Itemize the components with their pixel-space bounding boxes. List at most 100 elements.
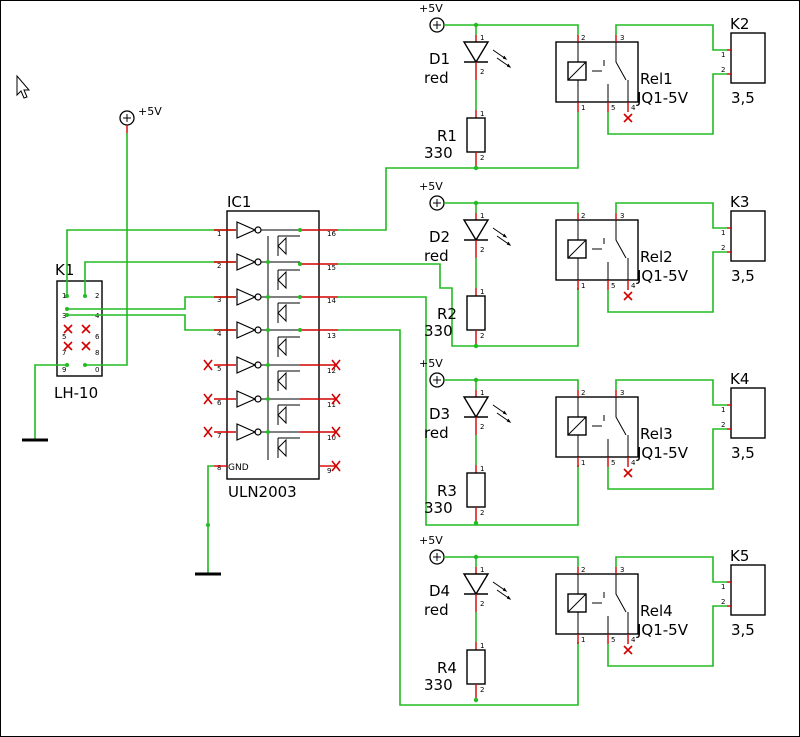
svg-text:2: 2 <box>721 66 725 74</box>
unused-pin-marker <box>623 291 633 301</box>
svg-text:3: 3 <box>620 212 624 220</box>
svg-text:5: 5 <box>62 333 66 341</box>
svg-text:3: 3 <box>620 389 624 397</box>
unused-pin-marker <box>623 645 633 655</box>
resistor-icon <box>466 295 486 331</box>
svg-text:2: 2 <box>581 389 585 397</box>
svg-text:1: 1 <box>721 229 725 237</box>
svg-text:5: 5 <box>611 459 615 467</box>
svg-text:13: 13 <box>327 332 336 340</box>
relay-type: JQ1-5V <box>636 89 689 107</box>
svg-text:4: 4 <box>631 282 636 290</box>
resistor-name: R2 <box>437 305 457 323</box>
svg-text:8: 8 <box>217 464 221 472</box>
svg-text:11: 11 <box>327 401 336 409</box>
led-name: D2 <box>429 228 450 246</box>
relay-type: JQ1-5V <box>636 267 689 285</box>
unused-pin-marker <box>623 468 633 478</box>
svg-text:12: 12 <box>327 367 336 375</box>
led-name: D1 <box>429 50 450 68</box>
led-color: red <box>424 69 449 87</box>
svg-text:2: 2 <box>581 566 585 574</box>
svg-text:2: 2 <box>721 598 725 606</box>
terminal-icon <box>730 210 766 262</box>
ic-gnd-label: GND <box>228 463 249 473</box>
svg-text:2: 2 <box>581 212 585 220</box>
ic1: IC1 ULN2003 GND 1 2 3 4 5 6 7 8 16 15 14… <box>203 193 341 501</box>
relay-name: Rel1 <box>640 70 673 88</box>
svg-text:1: 1 <box>480 212 484 220</box>
led-color: red <box>424 601 449 619</box>
svg-text:0: 0 <box>95 366 99 374</box>
led-color: red <box>424 247 449 265</box>
svg-text:1: 1 <box>581 459 585 467</box>
resistor-icon <box>466 117 486 153</box>
svg-text:2: 2 <box>721 244 725 252</box>
led-icon <box>462 41 490 64</box>
k1-wires <box>22 133 236 442</box>
relay-type: JQ1-5V <box>636 444 689 462</box>
svg-text:6: 6 <box>217 399 222 407</box>
resistor-icon <box>466 472 486 508</box>
resistor-name: R3 <box>437 482 457 500</box>
cursor-icon <box>16 74 31 99</box>
svg-text:1: 1 <box>721 51 725 59</box>
terminal-name: K3 <box>730 193 749 211</box>
terminal-name: K2 <box>730 15 749 33</box>
svg-text:2: 2 <box>480 154 484 162</box>
svg-text:3: 3 <box>620 34 624 42</box>
svg-text:1: 1 <box>480 566 484 574</box>
terminal-value: 3,5 <box>731 89 755 107</box>
relay-name: Rel4 <box>640 602 673 620</box>
resistor-value: 330 <box>424 322 453 340</box>
relay-icon <box>555 396 639 458</box>
svg-text:2: 2 <box>480 246 484 254</box>
svg-text:1: 1 <box>480 642 484 650</box>
svg-text:6: 6 <box>95 333 100 341</box>
supply-label: +5V <box>419 534 443 547</box>
unused-pin-marker <box>623 113 633 123</box>
svg-text:5: 5 <box>611 636 615 644</box>
svg-text:5: 5 <box>217 365 221 373</box>
svg-text:3: 3 <box>62 312 66 320</box>
svg-text:1: 1 <box>480 465 484 473</box>
svg-text:16: 16 <box>327 230 336 238</box>
svg-text:14: 14 <box>327 297 336 305</box>
led-color: red <box>424 424 449 442</box>
led-icon <box>462 219 490 242</box>
relay-icon <box>555 41 639 103</box>
svg-text:1: 1 <box>480 288 484 296</box>
svg-text:1: 1 <box>480 34 484 42</box>
relay-type: JQ1-5V <box>636 621 689 639</box>
svg-text:4: 4 <box>95 312 100 320</box>
svg-text:2: 2 <box>480 509 484 517</box>
terminal-value: 3,5 <box>731 267 755 285</box>
ic-ground <box>195 465 221 576</box>
terminal-name: K5 <box>730 547 749 565</box>
led-icon <box>462 573 490 596</box>
svg-text:2: 2 <box>480 423 484 431</box>
svg-text:1: 1 <box>581 282 585 290</box>
resistor-value: 330 <box>424 499 453 517</box>
svg-text:2: 2 <box>480 686 484 694</box>
svg-text:2: 2 <box>480 332 484 340</box>
svg-text:1: 1 <box>721 406 725 414</box>
svg-text:2: 2 <box>95 292 99 300</box>
svg-text:4: 4 <box>631 459 636 467</box>
terminal-icon <box>730 564 766 616</box>
svg-text:1: 1 <box>217 230 221 238</box>
supply-label: +5V <box>419 2 443 15</box>
supply-k1: +5V <box>119 105 162 133</box>
svg-text:3: 3 <box>217 296 221 304</box>
svg-text:2: 2 <box>480 68 484 76</box>
svg-text:1: 1 <box>581 636 585 644</box>
svg-text:4: 4 <box>217 330 222 338</box>
led-name: D4 <box>429 582 450 600</box>
resistor-name: R4 <box>437 659 457 677</box>
